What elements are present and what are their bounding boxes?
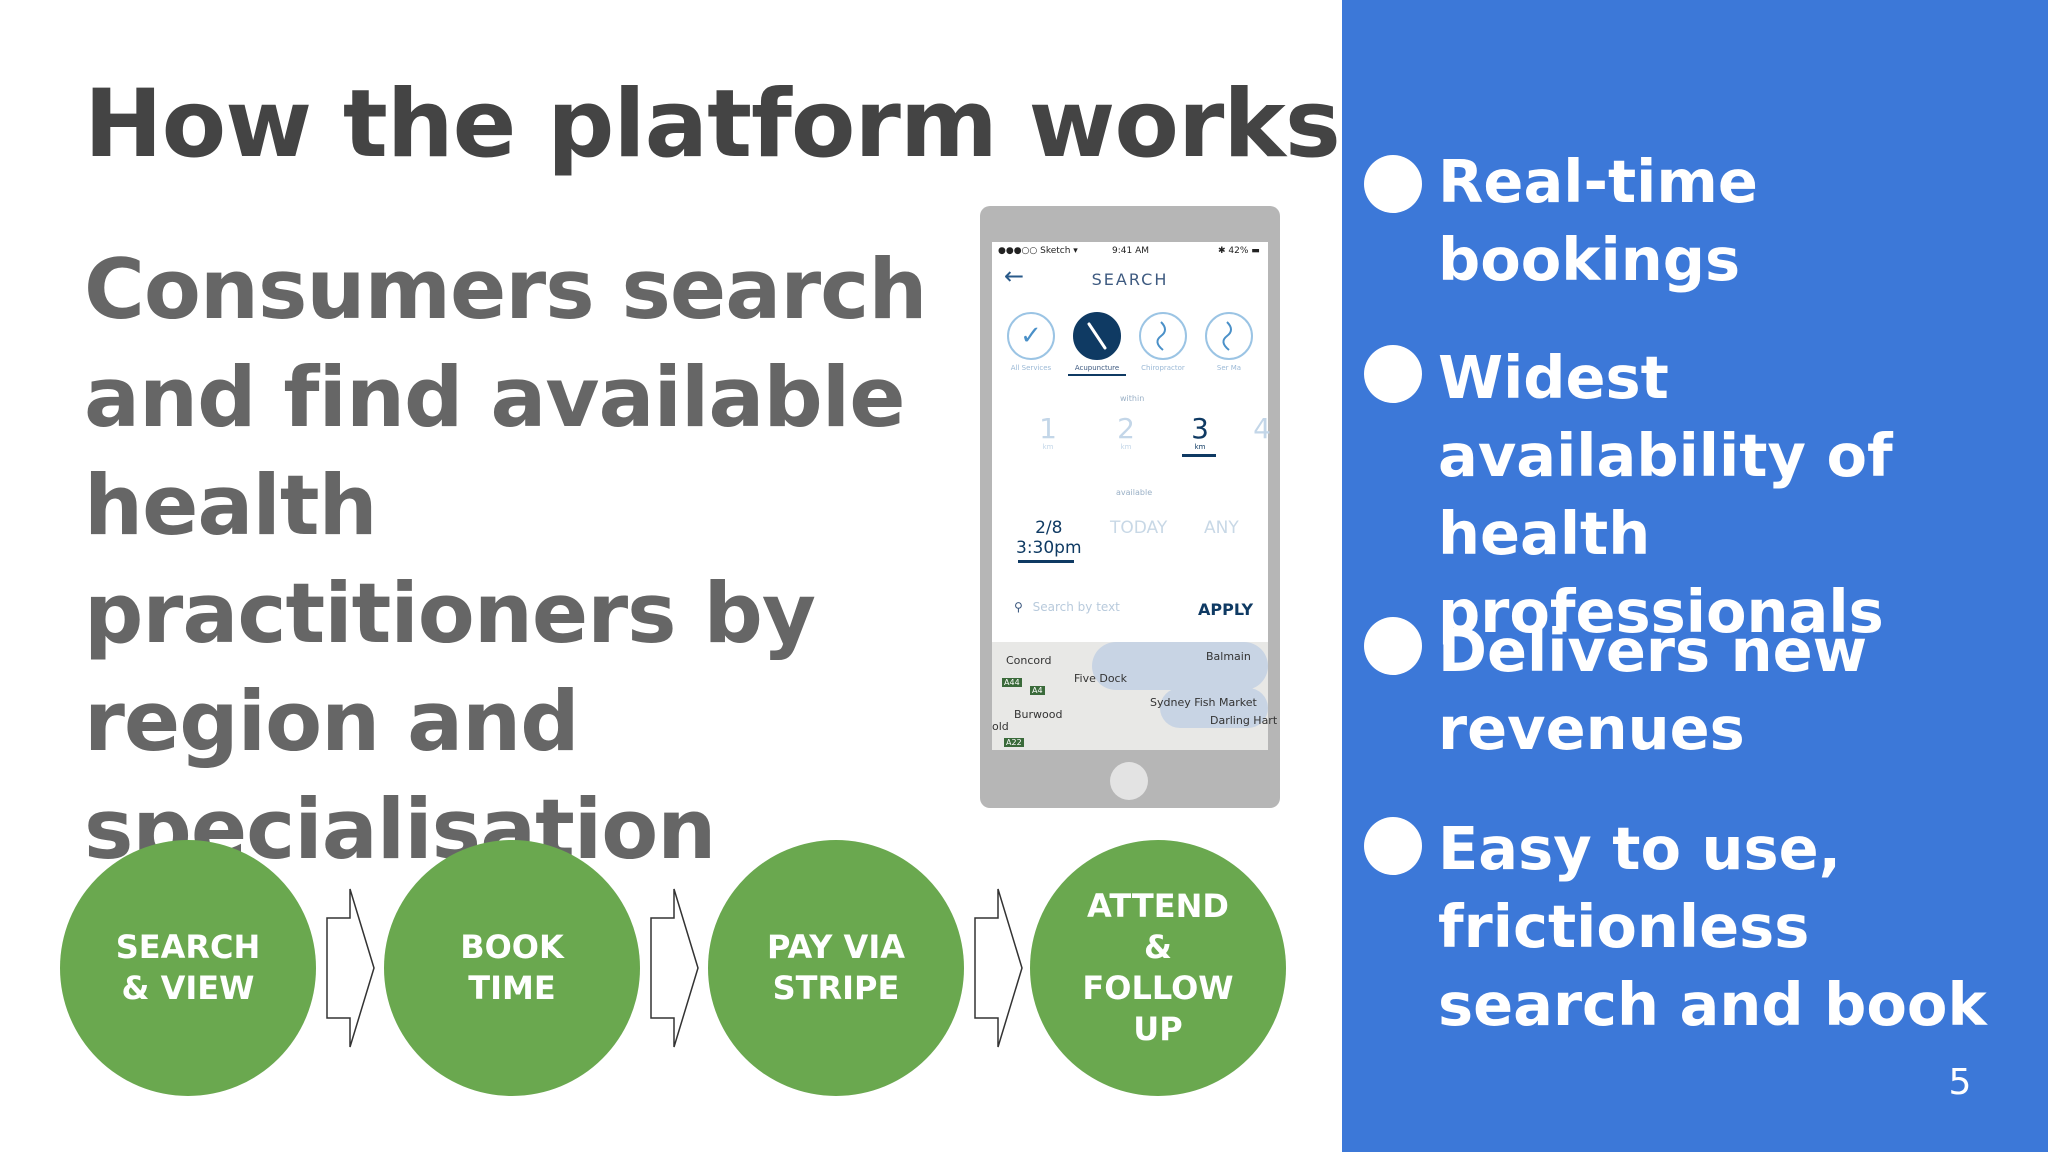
bullet-dot	[1364, 817, 1422, 875]
when-any[interactable]: ANY	[1204, 518, 1239, 538]
map-label: Balmain	[1206, 650, 1251, 663]
bullet-dot	[1364, 617, 1422, 675]
phone-screen: ●●●○○ Sketch ▾ 9:41 AM ✱ 42% ▬ ← SEARCH …	[992, 242, 1277, 750]
step-search-view: SEARCH& VIEW	[60, 840, 316, 1096]
selected-underline	[1068, 374, 1126, 376]
apply-button[interactable]: APPLY	[1198, 600, 1254, 619]
distance-unit: km	[1194, 443, 1206, 451]
category-label: Chiropractor	[1141, 364, 1185, 372]
benefit-item: Widest availability of health profession…	[1438, 343, 1893, 646]
distance-option[interactable]: 4	[1242, 412, 1282, 445]
step-label: &	[1144, 928, 1172, 966]
map-label: old	[992, 720, 1009, 733]
category-label: Ser Ma	[1216, 364, 1242, 372]
search-icon: ⚲	[1014, 600, 1023, 614]
step-label: BOOK	[460, 928, 564, 966]
needle-icon	[1073, 312, 1121, 360]
page-number: 5	[1948, 1062, 1972, 1103]
category-more[interactable]: Ser Ma	[1200, 312, 1258, 372]
map-view[interactable]: Concord Five Dock Balmain Burwood Sydney…	[992, 642, 1277, 750]
search-header: SEARCH	[1091, 270, 1169, 289]
status-carrier: ●●●○○ Sketch ▾	[998, 246, 1078, 256]
distance-value: 3	[1191, 412, 1209, 445]
distance-unit: km	[1042, 443, 1054, 451]
bullet-dot	[1364, 155, 1422, 213]
road-badge: A44	[1002, 678, 1022, 687]
slide-title: How the platform works …	[84, 70, 1465, 179]
status-time: 9:41 AM	[1112, 246, 1149, 256]
home-button[interactable]	[1110, 762, 1148, 800]
map-label: Concord	[1006, 654, 1052, 667]
within-label: within	[1120, 394, 1145, 403]
map-label: Sydney Fish Market	[1150, 696, 1257, 709]
category-chiropractor[interactable]: Chiropractor	[1134, 312, 1192, 372]
benefit-item: Delivers new revenues	[1438, 616, 1868, 763]
map-label: Five Dock	[1074, 672, 1127, 685]
right-arrow-icon	[326, 888, 375, 1048]
spine-icon	[1139, 312, 1187, 360]
step-label: SEARCH	[115, 928, 261, 966]
distance-unit: km	[1120, 443, 1132, 451]
right-arrow-icon	[650, 888, 699, 1048]
map-label: Burwood	[1014, 708, 1063, 721]
bullet-dot	[1364, 345, 1422, 403]
available-label: available	[1116, 488, 1153, 497]
spine-icon	[1205, 312, 1253, 360]
distance-value: 4	[1253, 412, 1271, 445]
when-underline	[1018, 560, 1074, 563]
when-date: 2/8	[1035, 518, 1063, 538]
step-label: & VIEW	[121, 969, 255, 1007]
when-today[interactable]: TODAY	[1110, 518, 1168, 538]
when-selected[interactable]: 2/8 3:30pm	[1016, 518, 1082, 558]
category-all-services[interactable]: ✓ All Services	[1002, 312, 1060, 372]
category-acupuncture[interactable]: Acupuncture	[1068, 312, 1126, 376]
status-battery: ✱ 42% ▬	[1218, 246, 1260, 256]
text-search-row[interactable]: ⚲ Search by text	[1014, 600, 1120, 614]
distance-underline	[1182, 454, 1216, 457]
map-water	[1092, 642, 1268, 690]
search-input[interactable]: Search by text	[1032, 600, 1120, 614]
phone-mockup: ●●●○○ Sketch ▾ 9:41 AM ✱ 42% ▬ ← SEARCH …	[980, 206, 1280, 808]
map-label: Darling Hart	[1210, 714, 1278, 727]
distance-value: 2	[1117, 412, 1135, 445]
step-label: PAY VIA	[767, 928, 905, 966]
distance-value: 1	[1039, 412, 1057, 445]
step-label: FOLLOW	[1082, 969, 1234, 1007]
category-label: Acupuncture	[1074, 364, 1120, 372]
check-icon: ✓	[1007, 312, 1055, 360]
step-label: ATTEND	[1087, 887, 1229, 925]
step-label: UP	[1133, 1010, 1183, 1048]
when-time: 3:30pm	[1016, 538, 1082, 558]
step-label: STRIPE	[772, 969, 900, 1007]
road-badge: A4	[1030, 686, 1045, 695]
benefit-item: Easy to use, frictionless search and boo…	[1438, 814, 1987, 1039]
road-badge: A22	[1004, 738, 1024, 747]
map-water	[1160, 688, 1268, 728]
benefit-item: Real-time bookings	[1438, 147, 1758, 294]
back-arrow-icon[interactable]: ←	[1004, 262, 1025, 290]
right-arrow-icon	[974, 888, 1023, 1048]
slide-subtitle: Consumers search and find available heal…	[84, 241, 927, 878]
status-bar: ●●●○○ Sketch ▾ 9:41 AM ✱ 42% ▬	[992, 242, 1268, 260]
benefits-panel	[1342, 0, 2048, 1152]
category-label: All Services	[1010, 364, 1052, 372]
step-label: TIME	[468, 969, 556, 1007]
